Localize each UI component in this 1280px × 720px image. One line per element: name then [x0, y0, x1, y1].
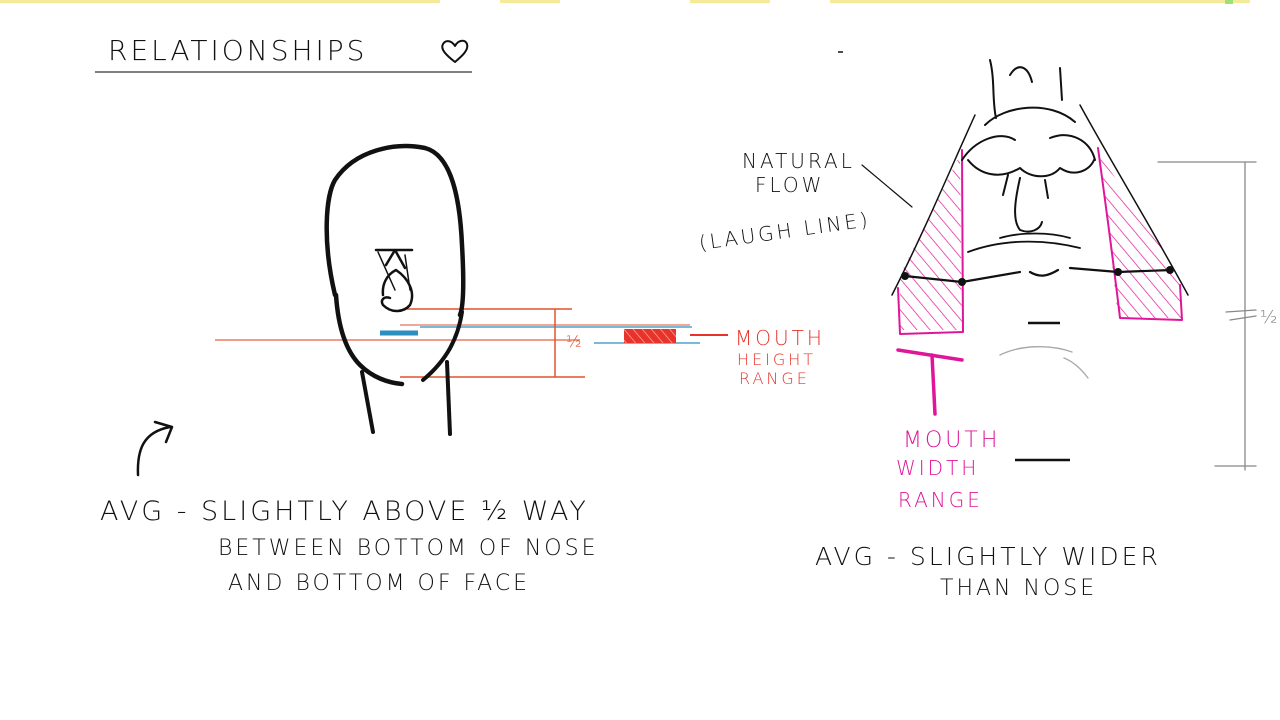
mouth-width-label-1: MOUTH	[903, 428, 1000, 453]
cheek-lines	[967, 232, 1081, 253]
dot-left-inner	[958, 278, 966, 286]
mouth-height-range-hatch	[624, 329, 676, 343]
laugh-line-label: (LAUGH LINE)	[697, 207, 872, 255]
mouth-height-label-1: MOUTH	[735, 326, 825, 350]
left-note-line-1: AVG - SLIGHTLY ABOVE ½ WAY	[100, 496, 589, 527]
dot-right-outer	[1166, 266, 1174, 274]
right-note: AVG - SLIGHTLY WIDER THAN NOSE	[815, 542, 1161, 601]
chin-arc	[999, 345, 1089, 379]
natural-flow-label-2: FLOW	[755, 173, 824, 197]
side-head-diagram: ½ MOUTH HEIGHT RANGE	[215, 143, 825, 436]
right-note-line-2: THAN NOSE	[940, 576, 1097, 601]
mouth-width-label-2: WIDTH	[896, 456, 979, 480]
neck-back	[445, 360, 452, 436]
mouth-width-marker	[896, 348, 964, 416]
nose-front	[961, 134, 1096, 233]
mouth-width-label-3: RANGE	[898, 488, 983, 512]
half-tick	[1225, 309, 1257, 321]
page-title: RELATIONSHIPS	[108, 34, 367, 67]
width-range-outline-left	[897, 149, 964, 335]
half-mark-left: ½	[566, 332, 585, 351]
left-note: AVG - SLIGHTLY ABOVE ½ WAY BETWEEN BOTTO…	[100, 496, 598, 596]
brow-lines	[984, 59, 1076, 126]
head-outline	[324, 143, 466, 318]
width-range-hatch-right	[1100, 155, 1182, 318]
natural-flow-label-1: NATURAL	[742, 149, 855, 173]
dot-right-inner	[1114, 268, 1122, 276]
laugh-line-right	[1079, 104, 1189, 296]
jaw-outline	[333, 292, 405, 387]
chin-stroke	[421, 310, 464, 382]
mouth-height-label-2: HEIGHT	[737, 350, 816, 369]
left-note-line-3: AND BOTTOM OF FACE	[228, 571, 530, 596]
heart-icon	[441, 39, 469, 63]
left-note-line-2: BETWEEN BOTTOM OF NOSE	[218, 536, 598, 561]
width-range-outline-right	[1097, 147, 1183, 321]
width-range-hatch-left	[900, 155, 962, 330]
curved-arrow-icon	[136, 420, 174, 477]
half-measure-bracket	[1157, 161, 1257, 471]
half-mark-right: ½	[1260, 307, 1280, 328]
flow-pointer	[861, 164, 913, 208]
right-note-line-1: AVG - SLIGHTLY WIDER	[815, 542, 1161, 571]
neck-front	[360, 370, 375, 434]
dot-left-outer	[901, 272, 909, 280]
laugh-line-left	[891, 114, 976, 296]
top-edge-strip	[0, 0, 1250, 4]
mouth-height-label-3: RANGE	[739, 369, 810, 388]
nose-shade	[377, 251, 411, 291]
front-face-diagram: ½ NATURAL FLOW (LAUGH LINE) MOUTH WIDTH …	[697, 59, 1280, 512]
